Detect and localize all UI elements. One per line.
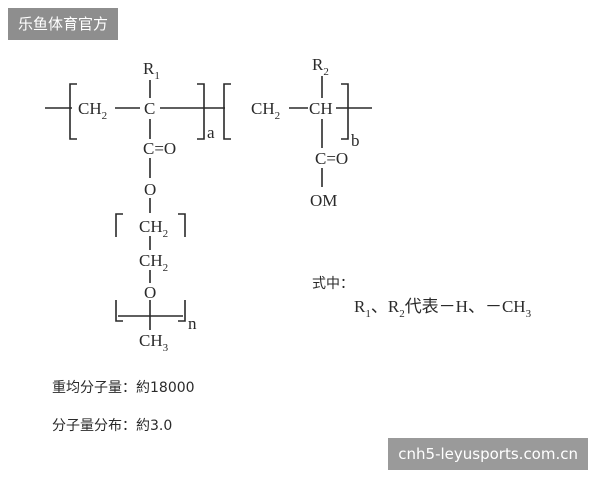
ch2-label-3: CH2 bbox=[139, 217, 168, 240]
bond-lines bbox=[45, 76, 372, 330]
molecular-weight-distribution-text: 分子量分布：約3.0 bbox=[52, 418, 172, 434]
ether-oxygen-label: O bbox=[144, 283, 156, 302]
r2-label: R2 bbox=[312, 55, 329, 78]
watermark-top: 乐鱼体育官方 bbox=[8, 8, 119, 40]
ch2-label-4: CH2 bbox=[139, 251, 168, 274]
ch2-label-1: CH2 bbox=[78, 99, 107, 122]
ch-atom-label: CH bbox=[309, 99, 333, 118]
watermark-bottom: cnh5-leyusports.com.cn bbox=[388, 438, 588, 470]
repeat-count-a: a bbox=[207, 123, 215, 142]
carbonyl-label-1: C=O bbox=[143, 139, 176, 158]
c-atom-label: C bbox=[144, 99, 155, 118]
molecular-weight-text: 重均分子量：約18000 bbox=[52, 380, 195, 396]
carbonyl-label-2: C=O bbox=[315, 149, 348, 168]
legend-heading: 式中： bbox=[312, 276, 354, 292]
ch2-label-2: CH2 bbox=[251, 99, 280, 122]
ch3-label-1: CH3 bbox=[139, 331, 169, 354]
r1-label: R1 bbox=[143, 59, 160, 82]
ester-oxygen-label: O bbox=[144, 180, 156, 199]
legend-definition: R1、R2代表－H、－CH3 bbox=[354, 297, 532, 320]
repeat-count-b: b bbox=[351, 131, 360, 150]
salt-group-label: OM bbox=[310, 191, 337, 210]
repeat-count-n: n bbox=[188, 314, 197, 333]
